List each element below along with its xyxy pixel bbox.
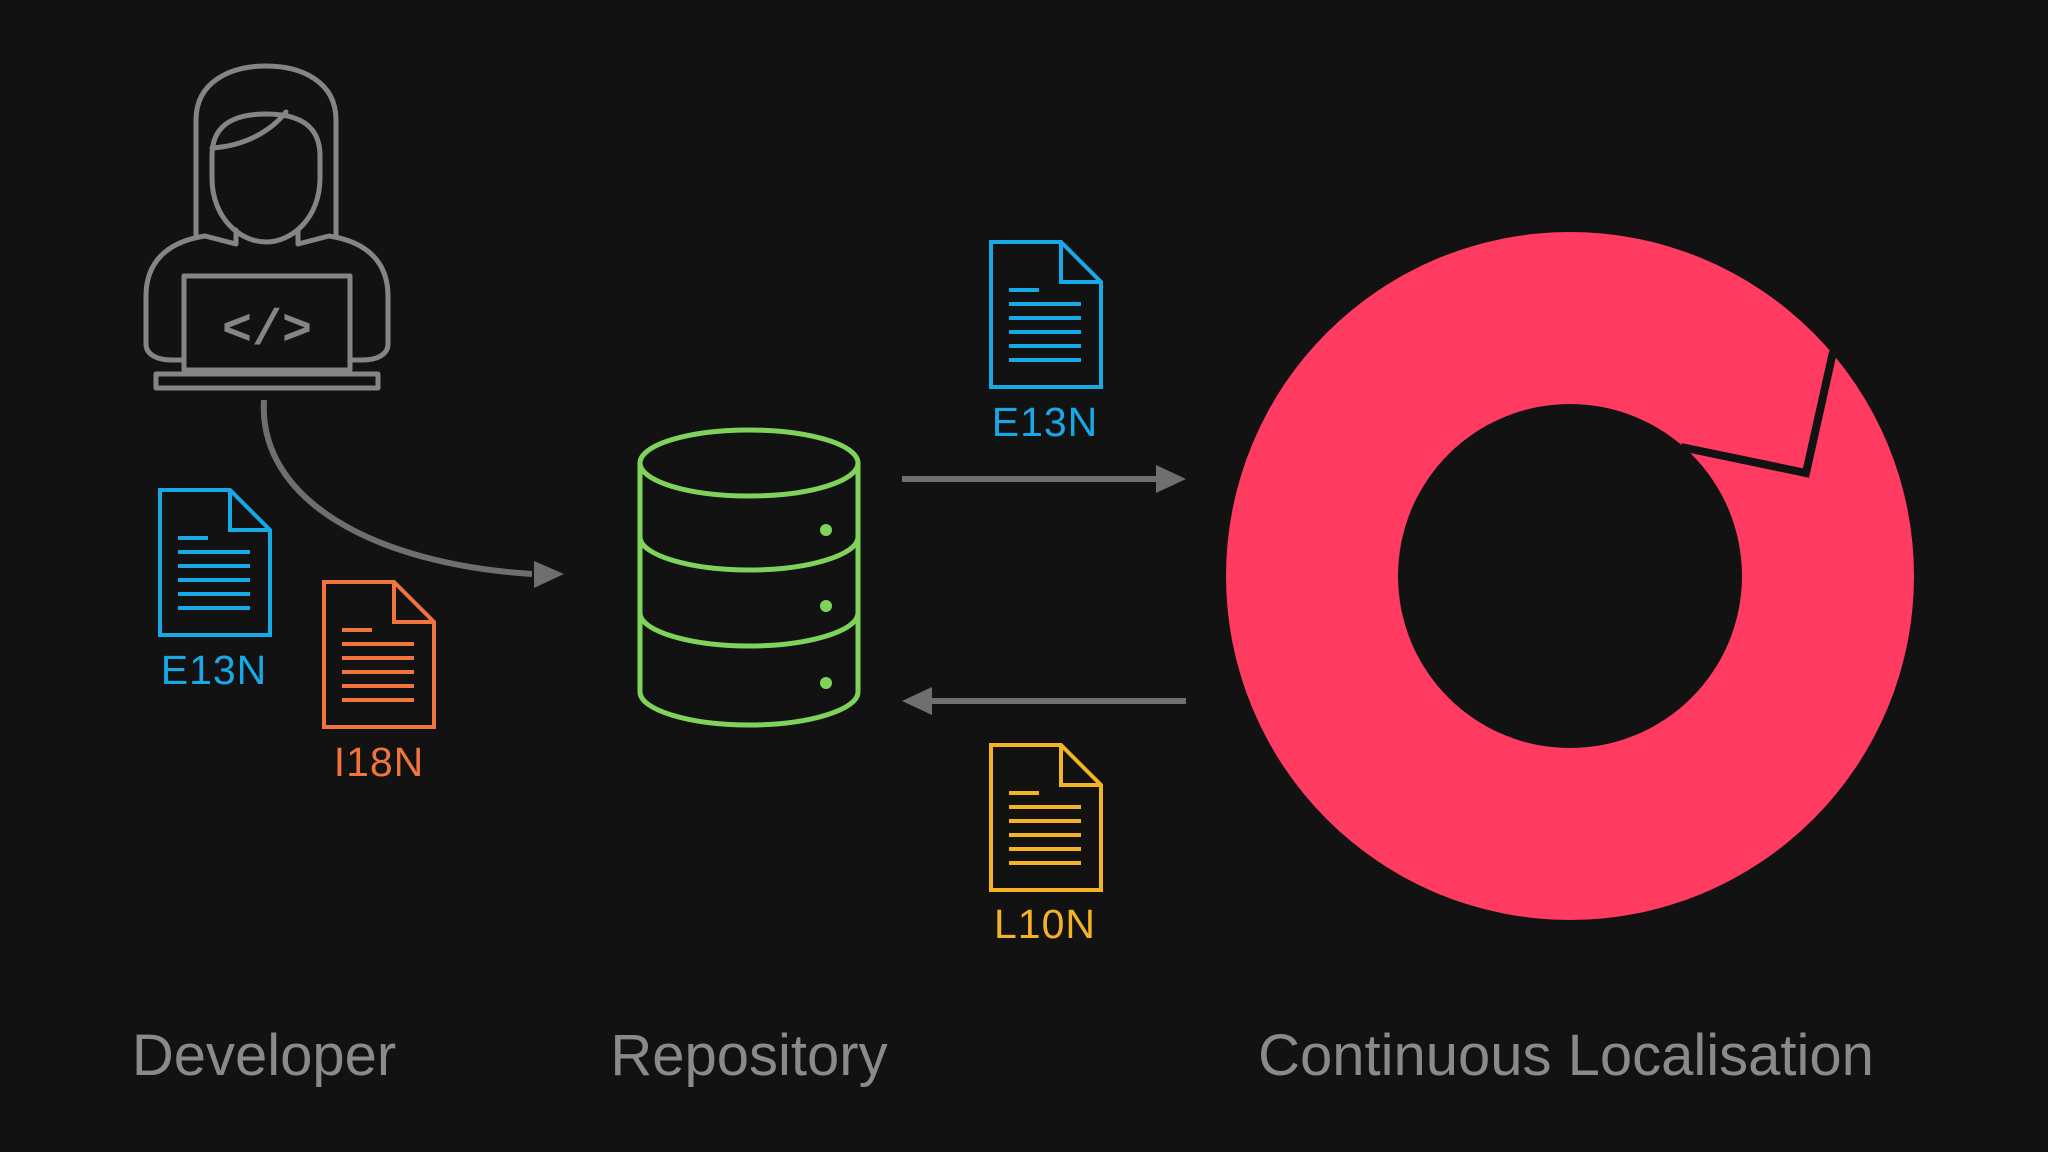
download-arrow <box>902 687 1186 715</box>
database-icon <box>637 427 861 728</box>
arrow-icon <box>260 399 533 577</box>
e13n-upload-label: E13N <box>992 399 1099 445</box>
continuous-localisation-ring-icon <box>1226 232 1914 920</box>
i18n-developer-label: I18N <box>334 739 425 785</box>
e13n-developer-label: E13N <box>161 647 268 693</box>
document-icon <box>158 488 272 637</box>
commit-arrow <box>260 399 564 588</box>
document-icon <box>322 580 436 729</box>
continuous-localisation-label: Continuous Localisation <box>1258 1023 1874 1088</box>
document-icon <box>989 240 1103 389</box>
developer-label: Developer <box>132 1023 396 1088</box>
upload-arrow <box>902 465 1186 493</box>
l10n-download-label: L10N <box>994 901 1096 947</box>
laptop-code-symbol: </> <box>222 303 312 360</box>
document-icon <box>989 743 1103 892</box>
developer-laptop-icon: </> <box>143 63 391 391</box>
repository-label: Repository <box>610 1023 887 1088</box>
